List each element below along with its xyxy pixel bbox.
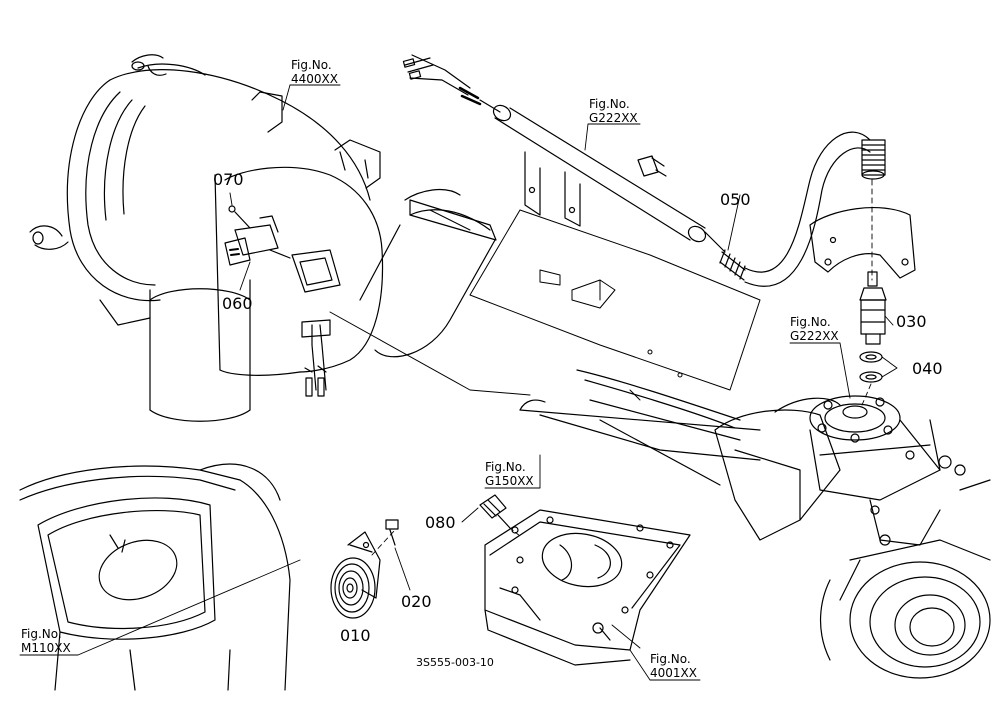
figure-reference-prefix: Fig.No. (790, 315, 831, 329)
wire-harness-050 (403, 55, 885, 286)
cylinder-head (485, 510, 690, 665)
figure-reference-prefix: Fig.No. (650, 652, 691, 666)
part-label-070: 070 (213, 170, 244, 189)
figure-reference-4400xx: Fig.No. 4400XX (291, 58, 338, 86)
sender-030 (860, 180, 886, 344)
drawing-id: 3S555-003-10 (416, 656, 494, 669)
part-label-060: 060 (222, 294, 253, 313)
figure-reference-prefix: Fig.No. (21, 627, 62, 641)
front-axle-housing (520, 370, 990, 678)
figure-reference-g150xx: Fig.No. G150XX (485, 460, 534, 488)
figure-reference-number: G222XX (589, 111, 638, 125)
bolt-020 (372, 520, 410, 590)
figure-leaders (20, 124, 897, 680)
figure-reference-number: M110XX (21, 641, 71, 655)
figure-reference-number: G222XX (790, 329, 839, 343)
part-label-010: 010 (340, 626, 371, 645)
figure-reference-4001xx: Fig.No. 4001XX (650, 652, 697, 680)
figure-reference-number: 4001XX (650, 666, 697, 680)
screw-070 (229, 206, 250, 228)
figure-reference-m110xx: Fig.No. M110XX (21, 627, 71, 655)
part-label-020: 020 (401, 592, 432, 611)
floor-panel (330, 210, 760, 400)
figure-reference-prefix: Fig.No. (291, 58, 332, 72)
figure-reference-g222xx-top: Fig.No. G222XX (589, 97, 638, 125)
vacuum-switch-060 (225, 216, 290, 265)
figure-reference-g222xx-right: Fig.No. G222XX (790, 315, 839, 343)
figure-reference-number: 4400XX (291, 72, 338, 86)
part-label-050: 050 (720, 190, 751, 209)
part-label-040: 040 (912, 359, 943, 378)
hood-panel (20, 464, 290, 690)
horn-010 (331, 532, 380, 618)
leader-lines (230, 85, 340, 290)
figure-reference-prefix: Fig.No. (589, 97, 630, 111)
oil-pressure-switch-080 (462, 495, 520, 536)
figure-reference-prefix: Fig.No. (485, 460, 526, 474)
figure-reference-number: G150XX (485, 474, 534, 488)
part-label-030: 030 (896, 312, 927, 331)
part-label-080: 080 (425, 513, 456, 532)
air-cleaner-assembly (30, 55, 496, 421)
sender-bracket (810, 208, 915, 278)
